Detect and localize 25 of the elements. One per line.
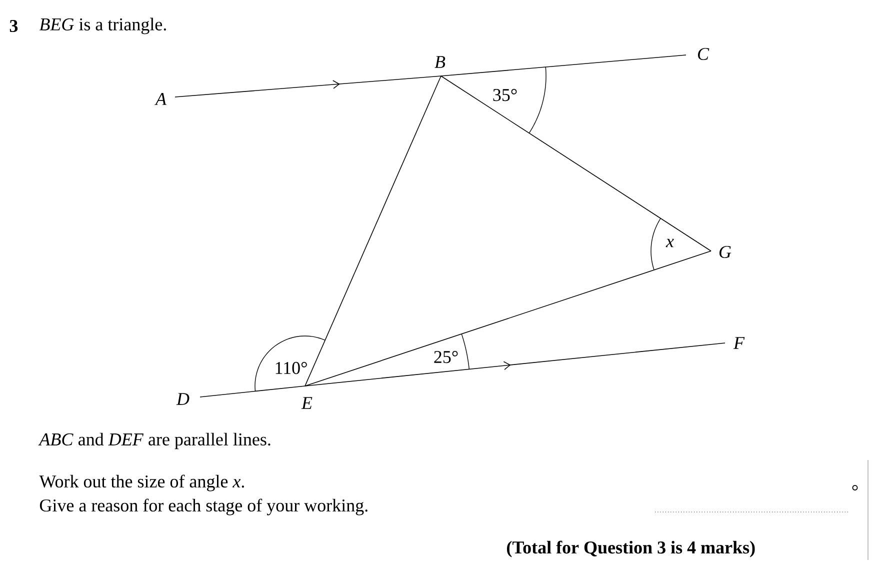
point-label: A: [154, 93, 167, 105]
degree-sign: °: [852, 485, 858, 490]
question-number: 3: [10, 20, 18, 32]
question-text: Work out the size of angle x.: [39, 474, 244, 492]
line: [440, 54, 686, 76]
line: [174, 76, 442, 98]
total-marks: (Total for Question 3 is 4 marks): [507, 540, 755, 558]
point-label: C: [698, 48, 710, 60]
point-label: D: [176, 393, 190, 405]
point-label: F: [733, 337, 745, 349]
question-text: Give a reason for each stage of your working.: [40, 498, 368, 516]
question-text: ABC and DEF are parallel lines.: [38, 432, 270, 450]
angle-label: 25°: [434, 350, 458, 364]
line: [304, 342, 726, 386]
point-label: G: [720, 246, 732, 258]
line: [440, 76, 712, 252]
question-text: BEG is a triangle.: [39, 18, 166, 34]
angle-label: 35°: [493, 88, 517, 102]
angle-label: x: [666, 238, 674, 248]
line: [200, 386, 306, 398]
line: [304, 76, 442, 386]
line: [304, 250, 712, 386]
point-label: E: [301, 397, 312, 409]
angle-label: 110°: [276, 362, 307, 374]
point-label: B: [434, 56, 446, 68]
